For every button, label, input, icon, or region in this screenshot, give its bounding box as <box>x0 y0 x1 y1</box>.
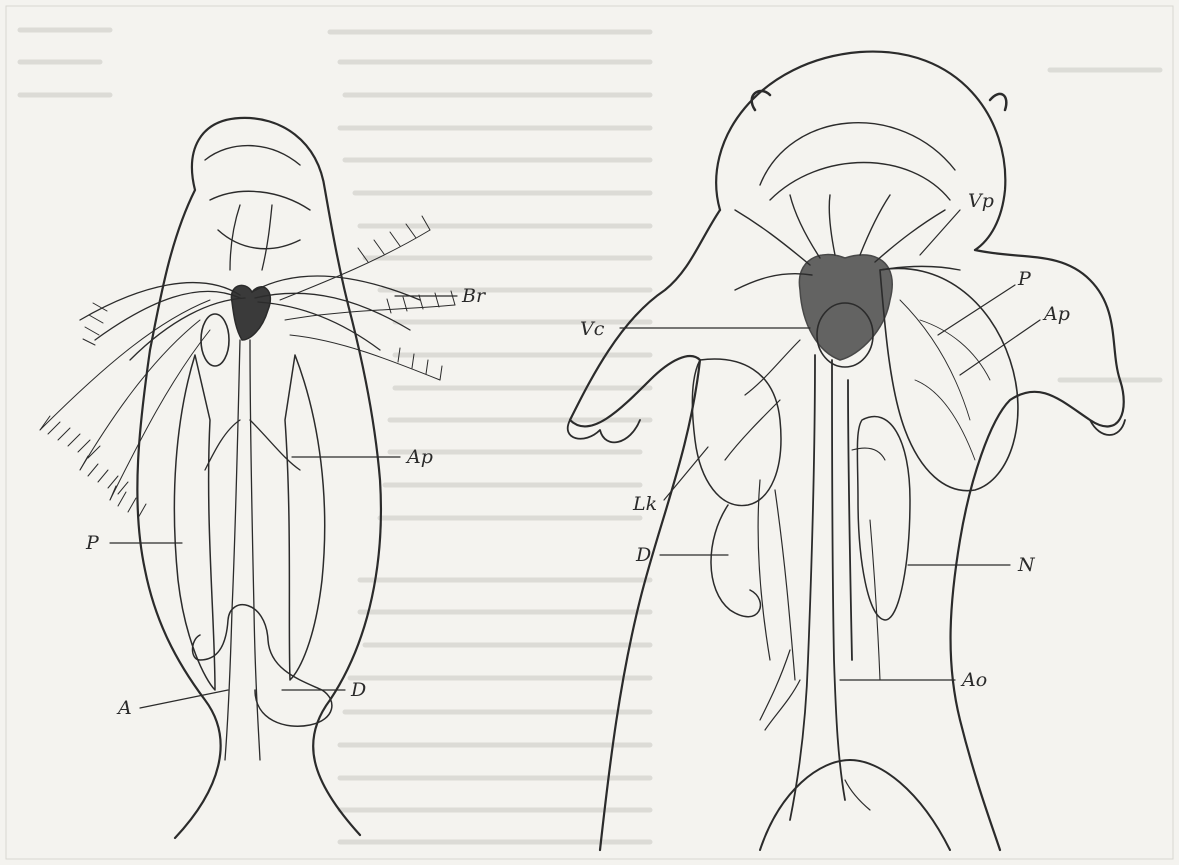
label-p-right: P <box>1017 268 1032 290</box>
label-lk: Lk <box>632 493 657 515</box>
label-ao: Ao <box>960 669 987 691</box>
label-br: Br <box>461 285 487 307</box>
label-d-left: D <box>350 679 366 701</box>
label-n: N <box>1017 554 1036 576</box>
label-d-right: D <box>635 544 651 566</box>
label-a: A <box>116 697 132 719</box>
label-ap-left: Ap <box>405 446 433 468</box>
label-ap-right: Ap <box>1042 303 1070 325</box>
label-vc: Vc <box>580 318 605 340</box>
label-p-left: P <box>85 532 100 554</box>
label-vp: Vp <box>968 190 994 212</box>
